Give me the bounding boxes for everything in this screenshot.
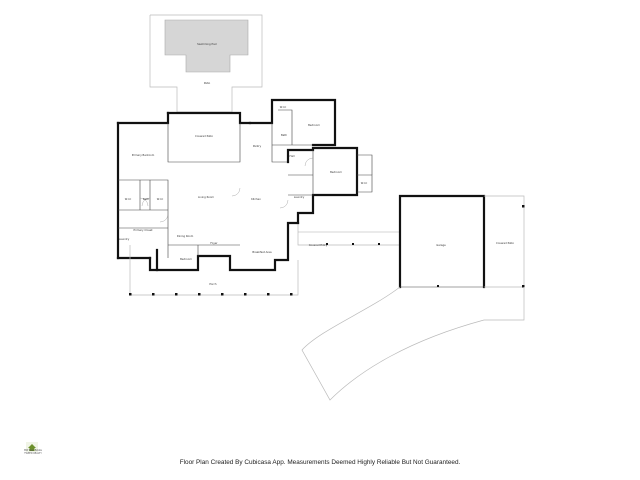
room-labels: Covered Patio Primary Bedroom Living Roo… bbox=[119, 105, 515, 286]
bath-label: Bath bbox=[143, 197, 149, 201]
closet-right-label: W.I.C bbox=[361, 181, 368, 185]
driveway-outline bbox=[301, 286, 525, 401]
laundry-label: Laundry bbox=[119, 237, 130, 241]
breakfast-area-label: Breakfast Area bbox=[252, 250, 272, 254]
porch-outline bbox=[129, 245, 299, 296]
door-swings bbox=[139, 157, 314, 223]
logo-line-1: MW Real Estate bbox=[24, 449, 42, 452]
covered-entry-outline bbox=[297, 225, 400, 246]
primary-closet-label: Primary Closet bbox=[134, 228, 153, 232]
kitchen-label: Kitchen bbox=[251, 197, 261, 201]
bedroom-right-label: Bedroom bbox=[308, 123, 320, 127]
dining-room-label: Dining Room bbox=[177, 234, 194, 238]
pantry-label: Pantry bbox=[253, 144, 262, 148]
pool-area: Swimming Pool Patio bbox=[149, 14, 263, 113]
footer-disclaimer: Floor Plan Created By Cubicasa App. Meas… bbox=[179, 459, 461, 466]
patio-label: Patio bbox=[204, 81, 211, 85]
house-logo-icon bbox=[26, 437, 38, 452]
covered-patio-label: Covered Patio bbox=[195, 134, 213, 138]
wic-small-label: W.I.C bbox=[280, 105, 287, 109]
hall-label: Hall bbox=[290, 154, 295, 158]
garage-label: Garage bbox=[436, 243, 446, 247]
wic-1-label: W.I.C bbox=[125, 197, 132, 201]
main-house-walls bbox=[116, 98, 373, 272]
foyer-label: Foyer bbox=[210, 241, 218, 245]
garage-walls bbox=[398, 194, 525, 289]
wic-2-label: W.I.C bbox=[157, 197, 164, 201]
primary-bedroom-label: Primary Bedroom bbox=[132, 153, 155, 157]
swimming-pool-label: Swimming Pool bbox=[197, 42, 217, 46]
bedroom-front-label: Bedroom bbox=[180, 257, 192, 261]
swimming-pool bbox=[164, 19, 249, 73]
laundry-right-label: Laundry bbox=[294, 195, 305, 199]
bath-right-label: Bath bbox=[281, 133, 287, 137]
living-room-label: Living Room bbox=[198, 195, 214, 199]
porch-label: Porch bbox=[209, 282, 216, 286]
logo-line-2: TWEED REALTY bbox=[24, 452, 42, 455]
covered-patio-right-label: Covered Patio bbox=[496, 241, 514, 245]
logo-text: MW Real Estate TWEED REALTY bbox=[18, 449, 48, 455]
bedroom-lower-label: Bedroom bbox=[330, 170, 342, 174]
covered-entry-label: Covered Entry bbox=[309, 243, 328, 247]
